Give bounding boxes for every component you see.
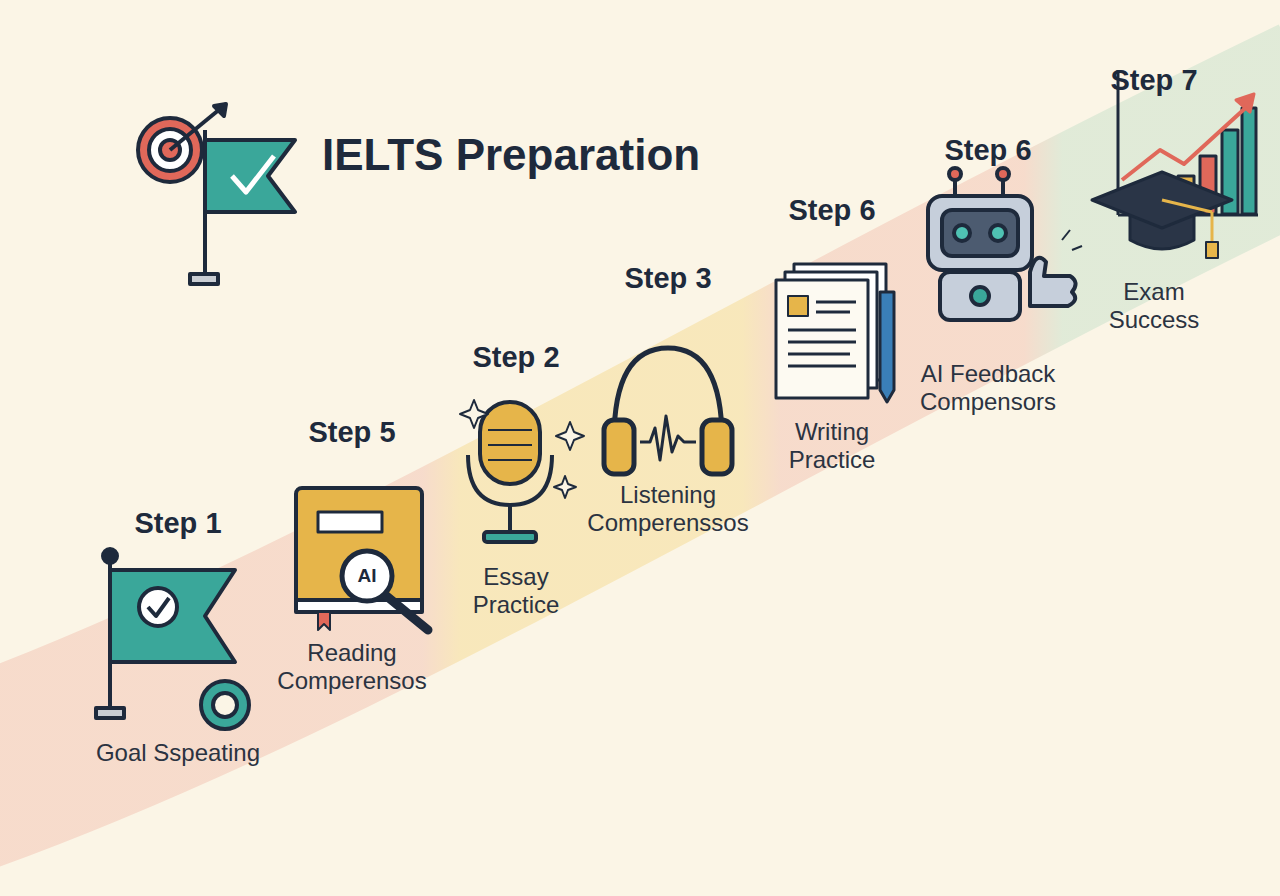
step-number: Step 6 bbox=[903, 133, 1073, 167]
microphone-icon bbox=[460, 400, 584, 542]
step-label: Goal Sspeating bbox=[93, 739, 263, 767]
step-label: Listening Comperenssos bbox=[581, 481, 756, 537]
target-flag-icon bbox=[138, 104, 295, 284]
step-node: Step 7 Exam Success bbox=[1089, 63, 1219, 338]
step-number: Step 2 bbox=[451, 340, 581, 374]
step-node: Step 3 Listening Comperenssos bbox=[581, 261, 756, 541]
step-node: Step 2 Essay Practice bbox=[451, 340, 581, 623]
flag-icon bbox=[96, 549, 249, 729]
step-label: Exam Success bbox=[1094, 278, 1214, 334]
book-icon bbox=[296, 488, 428, 630]
progress-band bbox=[0, 110, 1280, 780]
step-node: Step 6 AI Feedback Compensors bbox=[903, 133, 1073, 420]
step-label: Reading Comperensos bbox=[267, 639, 437, 695]
step-label: Essay Practice bbox=[456, 563, 576, 619]
step-number: Step 3 bbox=[581, 261, 756, 295]
diagram-title: IELTS Preparation bbox=[322, 130, 700, 180]
document-icon bbox=[776, 264, 894, 402]
step-number: Step 5 bbox=[267, 415, 437, 449]
step-number: Step 7 bbox=[1089, 63, 1219, 97]
headphones-icon bbox=[604, 348, 732, 474]
graduation-chart-icon bbox=[1092, 70, 1258, 258]
step-number: Step 1 bbox=[93, 506, 263, 540]
icon-label: AI bbox=[358, 565, 377, 587]
step-number: Step 6 bbox=[767, 193, 897, 227]
step-node: Step 5 Reading Comperensos bbox=[267, 415, 437, 699]
step-label: Writing Practice bbox=[772, 418, 892, 474]
robot-icon bbox=[928, 168, 1082, 320]
step-label: AI Feedback Compensors bbox=[903, 360, 1073, 416]
step-node: Step 6 Writing Practice bbox=[767, 193, 897, 478]
step-node: Step 1 Goal Sspeating bbox=[93, 506, 263, 771]
